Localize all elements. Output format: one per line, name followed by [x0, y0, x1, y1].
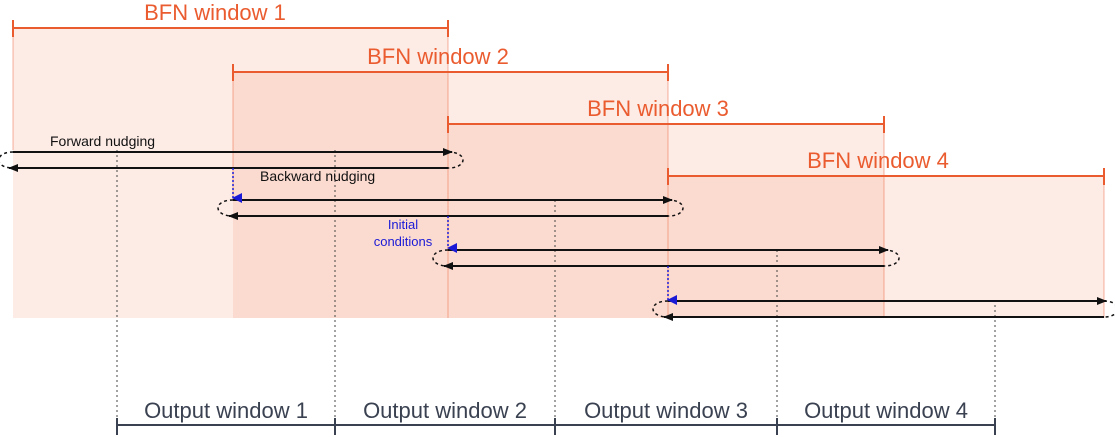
bfn-window-3-bracket	[447, 116, 885, 133]
bfn-window-2-label: BFN window 2	[367, 44, 509, 69]
forward-nudging-label: Forward nudging	[50, 133, 155, 149]
bfn-window-fills	[13, 28, 1104, 318]
initial-condition-arrows	[232, 168, 677, 305]
output-axis	[116, 418, 996, 435]
initial-conditions-label-line2: conditions	[374, 234, 433, 249]
initial-conditions-label-line1: Initial	[388, 217, 418, 232]
bfn-window-1-label: BFN window 1	[144, 0, 286, 25]
bfn-window-2-bracket	[232, 64, 669, 81]
bfn-window-brackets	[12, 20, 1105, 185]
bfn-window-1-fill	[13, 28, 448, 318]
backward-nudging-label: Backward nudging	[260, 168, 375, 184]
bfn-window-3-label: BFN window 3	[587, 96, 729, 121]
output-guides	[116, 150, 996, 425]
bfn-window-4-label: BFN window 4	[807, 148, 949, 173]
bfn-window-1-bracket	[12, 20, 449, 37]
nudging-loops	[0, 148, 1115, 321]
bfn-window-3-fill	[448, 124, 884, 318]
output-window-1-label: Output window 1	[144, 398, 308, 423]
output-window-2-label: Output window 2	[363, 398, 527, 423]
output-window-4-label: Output window 4	[804, 398, 968, 423]
bfn-window-2-fill	[233, 72, 668, 318]
bfn-window-4-bracket	[667, 168, 1105, 185]
output-window-3-label: Output window 3	[584, 398, 748, 423]
bfn-window-4-fill	[668, 176, 1104, 318]
